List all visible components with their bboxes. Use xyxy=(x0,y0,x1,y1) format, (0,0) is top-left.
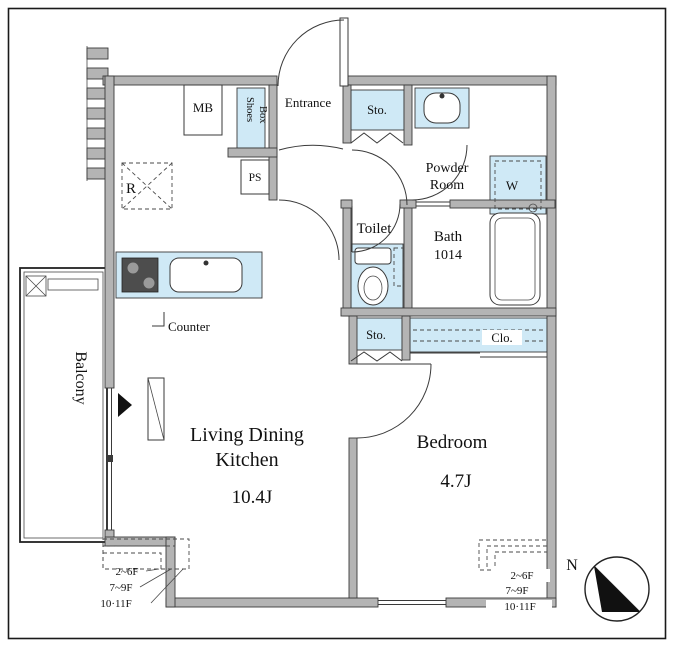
walls xyxy=(102,75,557,608)
label-pipe-space: PS xyxy=(249,172,262,184)
label-shoes-box-2: Box xyxy=(257,106,268,124)
balcony-partition xyxy=(47,278,99,291)
balcony-window xyxy=(106,388,132,530)
label-powder-room-1: Powder xyxy=(426,161,469,176)
storage-bottom-door xyxy=(350,351,403,362)
balcony-area xyxy=(19,267,108,543)
label-bedroom: Bedroom xyxy=(417,432,488,453)
floor-marker-right-1: 2~6F xyxy=(510,570,533,582)
label-closet: Clo. xyxy=(491,331,512,345)
washing-machine xyxy=(494,160,542,213)
label-toilet: Toilet xyxy=(357,221,393,237)
storage-top-box xyxy=(350,89,405,131)
exterior-hatch xyxy=(86,46,109,181)
powder-door-arc xyxy=(411,144,468,201)
kitchen-sink xyxy=(169,257,243,293)
label-counter: Counter xyxy=(168,319,211,334)
corridor-door-arc xyxy=(351,149,408,206)
label-ldk-2: Kitchen xyxy=(215,449,278,471)
entrance-door xyxy=(277,17,349,87)
stove xyxy=(121,257,159,293)
window-direction-marker xyxy=(118,393,132,417)
closet-box xyxy=(409,317,548,353)
floor-marker-right-3: 10·11F xyxy=(504,601,535,613)
floor-marker-left-2: 7~9F xyxy=(109,582,132,594)
counter-leader xyxy=(152,312,165,327)
label-storage-top: Sto. xyxy=(367,103,387,117)
label-powder-room-2: Room xyxy=(430,178,464,193)
closet-detail xyxy=(410,329,547,358)
window-sash xyxy=(147,377,165,441)
pillar-marks-left xyxy=(102,538,190,604)
closet-label-bg xyxy=(482,330,522,345)
label-balcony: Balcony xyxy=(72,351,89,404)
bathtub xyxy=(489,212,541,306)
entrance-step xyxy=(278,144,344,151)
label-bath: Bath xyxy=(434,229,463,245)
bedroom-door xyxy=(356,363,432,439)
image-border xyxy=(7,7,667,640)
toilet-fixture xyxy=(354,247,404,306)
bedroom-south-window xyxy=(378,600,446,605)
label-washer: W xyxy=(506,178,519,193)
shoes-box xyxy=(236,87,266,149)
refrigerator-space xyxy=(121,162,173,210)
hall-door-arc xyxy=(278,199,340,261)
label-refrigerator: R xyxy=(126,181,136,197)
label-meter-box: MB xyxy=(193,100,214,115)
toilet-door xyxy=(351,203,401,253)
pillar-marks-right xyxy=(478,539,552,613)
compass-north-label: N xyxy=(566,557,578,574)
label-ldk-1: Living Dining xyxy=(190,424,304,446)
balcony-drain xyxy=(25,275,47,297)
bath-door xyxy=(416,201,450,207)
label-entrance: Entrance xyxy=(285,95,331,110)
label-ldk-size: 10.4J xyxy=(232,487,273,508)
floor-marker-left-1: 2~6F xyxy=(115,566,138,578)
label-storage-bottom: Sto. xyxy=(366,328,386,342)
floor-marker-left-3: 10·11F xyxy=(100,598,131,610)
compass: N xyxy=(566,556,650,622)
powder-sink xyxy=(423,92,461,124)
storage-top-door xyxy=(350,132,404,144)
compass-needle xyxy=(594,566,640,612)
floor-marker-right-2: 7~9F xyxy=(505,585,528,597)
label-bath-size: 1014 xyxy=(434,248,462,263)
label-bedroom-size: 4.7J xyxy=(440,471,471,492)
label-shoes-box-1: Shoes xyxy=(244,97,255,122)
meter-box xyxy=(183,84,223,136)
pipe-space-box xyxy=(240,159,270,195)
